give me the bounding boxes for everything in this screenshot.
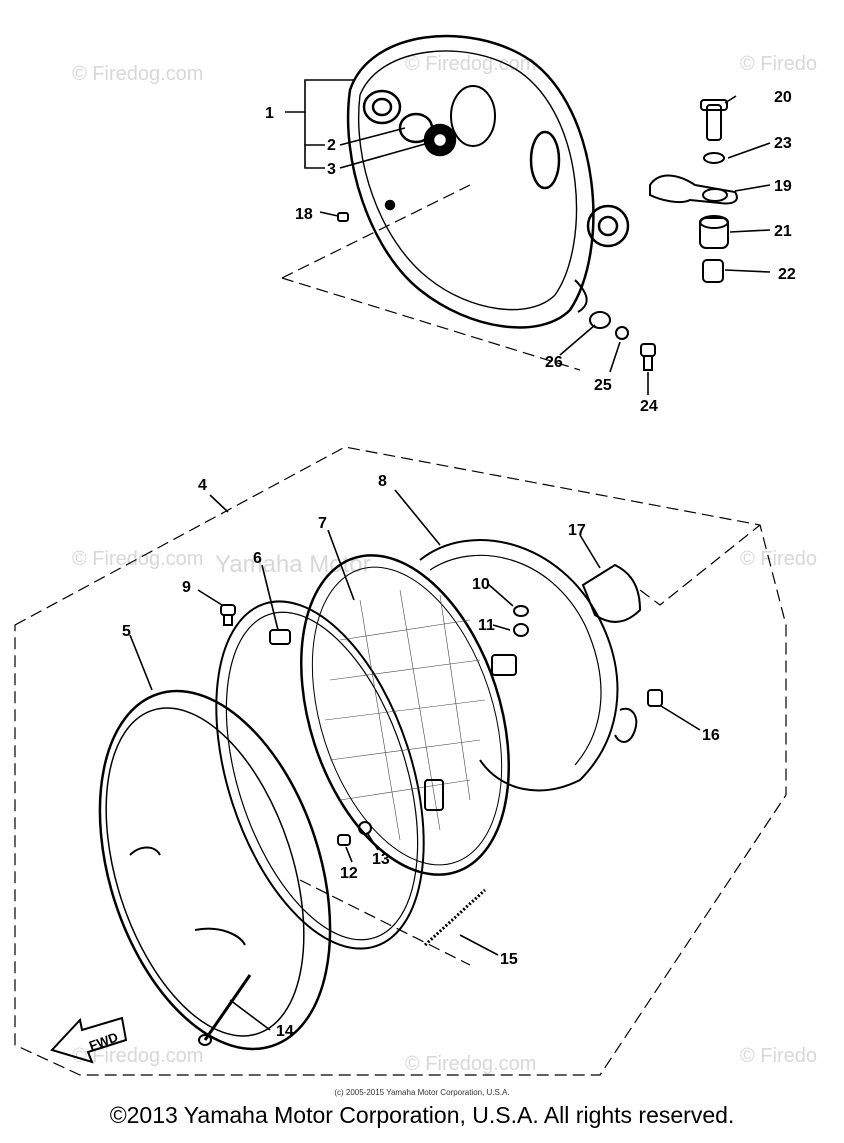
part-label: 16 — [702, 727, 720, 744]
watermark: © Firedog.com — [72, 548, 203, 570]
watermark: © Firedo — [740, 53, 817, 75]
watermark: © Firedo — [740, 548, 817, 570]
part-label: 17 — [568, 522, 586, 539]
watermark: Yamaha Motor — [215, 551, 371, 578]
watermark: © Firedog.com — [72, 1045, 203, 1067]
part-label: 5 — [122, 623, 131, 640]
part-label: 3 — [327, 161, 336, 178]
part-label: 20 — [774, 89, 792, 106]
mount-hardware — [337, 99, 738, 371]
watermarks: © Firedog.com © Firedog.com © Firedo © F… — [72, 53, 817, 1075]
part-label: 12 — [340, 865, 358, 882]
part-label: 21 — [774, 223, 792, 240]
headlight-rim — [98, 689, 332, 1051]
watermark: © Firedog.com — [405, 1053, 536, 1075]
footer-copyright: ©2013 Yamaha Motor Corporation, U.S.A. A… — [109, 1102, 735, 1128]
part-label: 23 — [774, 135, 792, 152]
headlight-housing — [419, 539, 663, 792]
watermark: © Firedog.com — [72, 63, 203, 85]
part-label: 10 — [472, 576, 490, 593]
watermark: © Firedog.com — [405, 53, 536, 75]
part-label: 15 — [500, 951, 518, 968]
part-label: 6 — [253, 550, 262, 567]
headlight-case — [346, 34, 630, 329]
part-label: 7 — [318, 515, 327, 532]
part-label: 2 — [327, 137, 336, 154]
part-label: 9 — [182, 579, 191, 596]
part-label: 25 — [594, 377, 612, 394]
part-label: 19 — [774, 178, 792, 195]
part-label: 22 — [778, 266, 796, 283]
fasteners — [198, 604, 487, 1046]
part-label: 8 — [378, 473, 387, 490]
part-label: 4 — [198, 477, 207, 494]
part-label: 18 — [295, 206, 313, 223]
part-label: 14 — [276, 1023, 294, 1040]
part-label: 1 — [265, 105, 274, 122]
sealed-beam-unit — [300, 554, 510, 876]
part-label: 11 — [478, 617, 495, 634]
watermark: © Firedo — [740, 1045, 817, 1067]
part-label: 26 — [545, 354, 563, 371]
part-labels: 1 2 3 4 5 6 7 8 9 10 11 12 13 14 15 16 1… — [122, 89, 796, 1040]
assembly-boundary — [14, 184, 787, 1076]
leader-lines — [129, 79, 771, 1031]
part-label: 24 — [640, 398, 658, 415]
small-copyright: (c) 2005-2015 Yamaha Motor Corporation, … — [334, 1088, 510, 1097]
part-label: 13 — [372, 851, 390, 868]
mounting-ring — [215, 600, 425, 950]
